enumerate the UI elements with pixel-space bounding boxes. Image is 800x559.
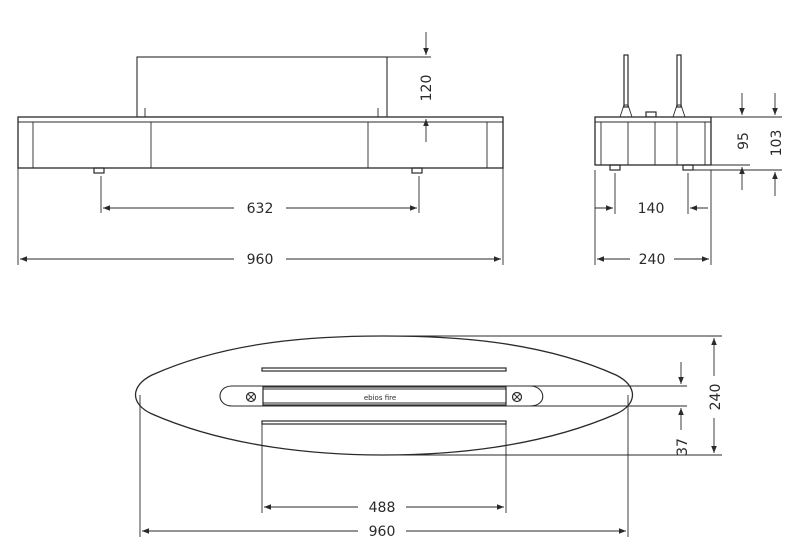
dim-top-depth: 240 [708,384,724,411]
dim-front-foot-spacing: 632 [247,201,274,217]
front-foot-left [93,167,105,174]
side-rod-left [623,54,629,108]
dim-side-height-a: 95 [736,132,752,150]
top-handle-lower [261,420,507,425]
top-handle-upper [261,367,507,372]
front-foot-right [411,167,423,174]
brand-text: ebios fire [364,394,396,402]
side-foot-left [609,164,621,171]
dim-side-width: 240 [639,252,666,268]
side-foot-right [682,164,694,171]
side-body [594,116,712,166]
top-view: ebios fire 488 960 240 37 [135,335,724,540]
dim-front-glass-height: 120 [419,75,435,102]
top-knob-left [245,391,257,403]
front-body [17,116,504,169]
side-view: 140 240 95 103 [594,54,785,268]
dim-top-burner-width: 37 [675,438,691,456]
dim-top-length: 960 [369,524,396,540]
dim-top-burner-length: 488 [369,500,396,516]
front-view: 632 960 120 [17,32,504,268]
dim-side-foot-spacing: 140 [638,201,665,217]
brand-logo: ebios fire [364,394,396,402]
top-knob-right [511,391,523,403]
dim-side-height-b: 103 [769,130,785,157]
front-glass-panel [136,56,388,118]
dim-front-width: 960 [247,252,274,268]
side-rod-right [676,54,682,108]
